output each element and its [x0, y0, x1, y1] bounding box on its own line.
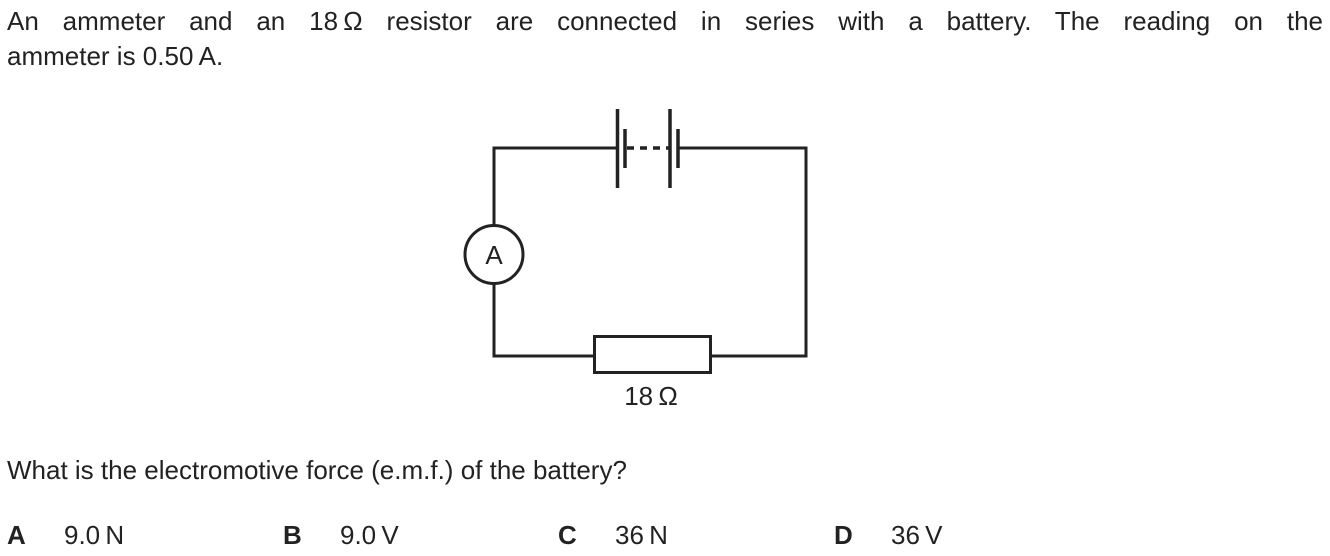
ammeter-label: A — [485, 240, 503, 270]
ammeter-circle — [463, 224, 525, 285]
stem-line-2: ammeter is 0.50 A. — [7, 41, 224, 71]
option-letter: A — [7, 520, 26, 550]
option-value: 9.0 N — [64, 520, 125, 550]
option-d[interactable]: D 36 V — [834, 518, 942, 553]
option-c[interactable]: C 36 N — [558, 518, 668, 553]
question-prompt: What is the electromotive force (e.m.f.)… — [7, 455, 627, 485]
option-a[interactable]: A 9.0 N — [7, 518, 124, 553]
stem-line-1: An ammeter and an 18 Ω resistor are conn… — [7, 6, 1323, 36]
resistor-body — [593, 335, 712, 374]
option-value: 36 N — [615, 520, 668, 550]
ammeter-icon: A — [463, 224, 525, 285]
resistor-label: 18 Ω — [624, 381, 678, 411]
option-value: 9.0 V — [340, 520, 399, 550]
battery-icon — [615, 109, 680, 188]
option-letter: B — [283, 520, 302, 550]
option-value: 36 V — [891, 520, 943, 550]
answer-options: A 9.0 N B 9.0 V C 36 N D 36 V — [0, 518, 1330, 556]
option-letter: D — [834, 520, 853, 550]
option-letter: C — [558, 520, 577, 550]
option-b[interactable]: B 9.0 V — [283, 518, 399, 553]
question-stem: An ammeter and an 18 Ω resistor are conn… — [7, 4, 1323, 74]
resistor-icon: 18 Ω — [593, 335, 712, 411]
